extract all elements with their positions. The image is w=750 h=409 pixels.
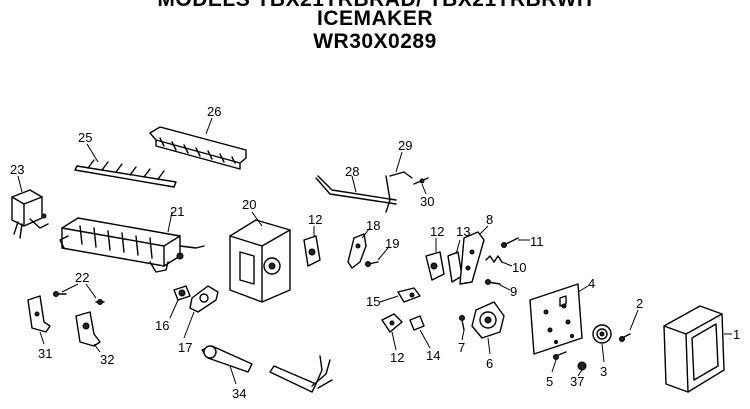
callout-37: 37: [570, 374, 584, 389]
callout-17: 17: [178, 340, 192, 355]
part-23-mold-heater-bracket: [11, 175, 49, 239]
callout-22: 22: [75, 270, 89, 285]
wire-harness: [269, 355, 333, 393]
part-28-shutoff-arm: [315, 175, 397, 205]
part-13-bracket: [447, 239, 463, 283]
part-3-gear: [592, 324, 612, 363]
part-32-bracket: [75, 311, 101, 353]
part-34-fill-tube: [201, 345, 253, 385]
diagram-title-assembly: ICEMAKER: [316, 7, 433, 30]
part-19-screw: [365, 247, 389, 267]
callout-34: 34: [232, 386, 246, 401]
part-6-motor: [471, 301, 505, 355]
part-14-cap: [409, 315, 431, 349]
callout-11: 11: [530, 234, 544, 249]
part-15-connector: [379, 287, 421, 303]
callout-25: 25: [78, 130, 92, 145]
part-30-pin: [413, 177, 429, 195]
callout-30: 30: [420, 194, 434, 209]
part-2-screw: [619, 309, 639, 342]
callout-16: 16: [155, 318, 169, 333]
part-12-switch-b: [425, 238, 445, 281]
part-17-clamp: [183, 285, 219, 339]
part-12-switch-a: [303, 226, 321, 267]
callout-3: 3: [600, 364, 607, 379]
callout-12-c: 12: [390, 350, 404, 365]
part-18-lever: [347, 227, 371, 269]
callout-10: 10: [512, 260, 526, 275]
diagram-part-number: WR30X0289: [313, 30, 437, 53]
callout-21: 21: [170, 204, 184, 219]
part-29-feeler-arm: [385, 151, 413, 213]
callout-9: 9: [510, 284, 517, 299]
part-16-fitting: [169, 285, 191, 319]
callout-26: 26: [207, 104, 221, 119]
callout-5: 5: [546, 374, 553, 389]
part-21-ice-mold: [59, 211, 205, 273]
callout-23: 23: [10, 162, 24, 177]
part-25-ejector: [74, 143, 177, 188]
part-37-screw: [577, 361, 587, 377]
callout-13: 13: [456, 224, 470, 239]
part-11-screw: [501, 237, 530, 248]
callout-32: 32: [100, 352, 114, 367]
part-4-mounting-plate: [529, 283, 589, 355]
callout-2: 2: [636, 296, 643, 311]
callout-12-a: 12: [308, 212, 322, 227]
part-26-tray-cover: [149, 117, 247, 170]
callout-29: 29: [398, 138, 412, 153]
part-20-control-housing: [229, 211, 291, 303]
callout-12-b: 12: [430, 224, 444, 239]
part-22-screws: [53, 283, 105, 305]
part-5-screw: [551, 351, 567, 373]
part-9-screw: [485, 279, 511, 291]
callout-31: 31: [38, 346, 52, 361]
callout-7: 7: [458, 340, 465, 355]
diagram-title-models: MODELS TBX21TRBRAD/ TBX21TRBRWH: [0, 0, 750, 12]
callout-15: 15: [366, 294, 380, 309]
callout-19: 19: [385, 236, 399, 251]
callout-28: 28: [345, 164, 359, 179]
callout-1: 1: [733, 327, 740, 342]
callout-6: 6: [486, 356, 493, 371]
part-31-bracket: [27, 295, 51, 345]
part-8-support: [459, 225, 489, 285]
part-7-screw: [459, 315, 465, 341]
part-12-switch-c: [381, 313, 403, 351]
callout-labels: 26 25 23 21 20 22 31 32 16 17 34 12 18 1…: [10, 104, 740, 401]
callout-18: 18: [366, 218, 380, 233]
callout-8: 8: [486, 212, 493, 227]
callout-14: 14: [426, 348, 440, 363]
part-10-spring: [485, 255, 513, 267]
part-1-cover: [663, 305, 732, 393]
callout-4: 4: [588, 276, 595, 291]
callout-20: 20: [242, 197, 256, 212]
